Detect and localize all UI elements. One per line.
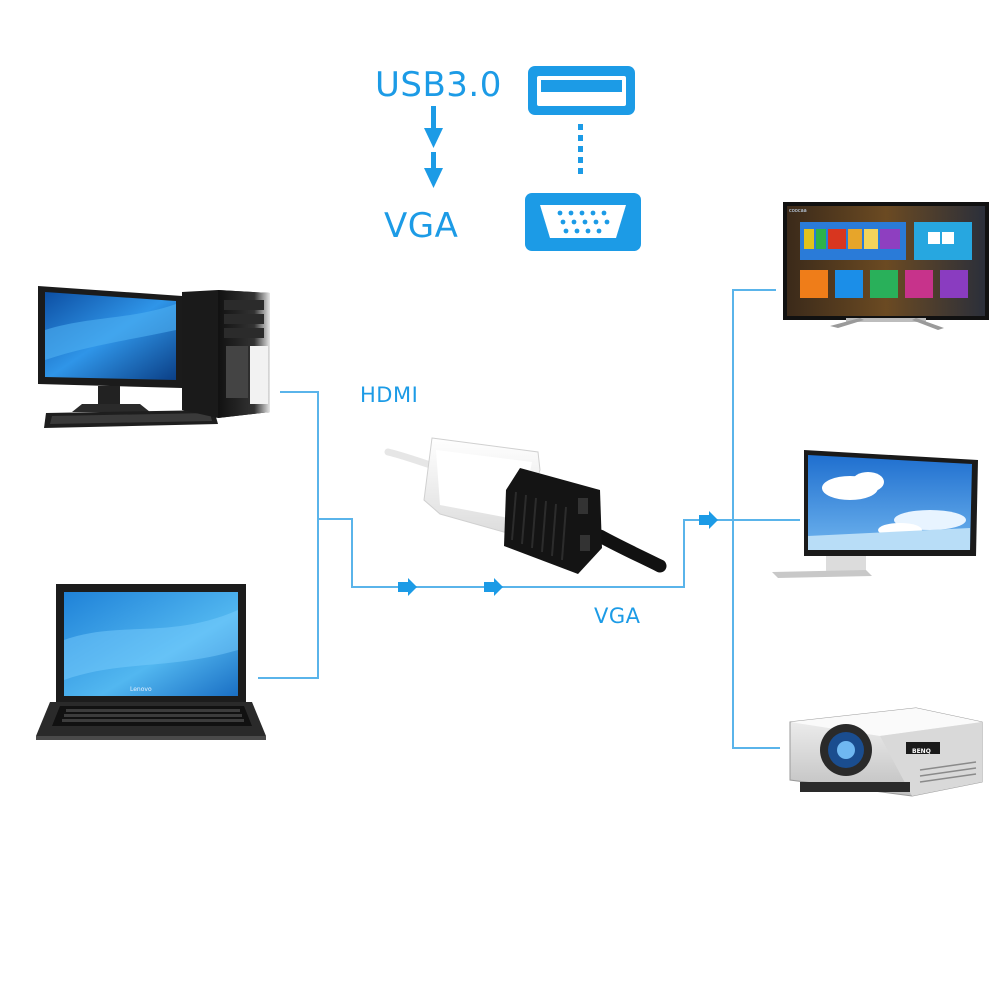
vga-label-output: VGA	[594, 604, 641, 628]
projector	[789, 707, 983, 797]
laptop-brand-text: Lenovo	[130, 686, 152, 693]
connection-lines	[258, 289, 800, 749]
hdmi-to-vga-adapter	[384, 437, 667, 574]
desktop-pc	[38, 286, 270, 428]
dotted-connector	[578, 124, 583, 174]
usb3-label: USB3.0	[375, 65, 502, 105]
hdmi-label: HDMI	[360, 383, 419, 407]
right-arrow-icon	[398, 511, 718, 596]
vga-label-top: VGA	[384, 206, 459, 246]
tv-brand-text: coocaa	[789, 208, 807, 214]
usb-to-vga-legend	[424, 66, 641, 251]
lcd-monitor	[772, 450, 978, 578]
vga-port-icon	[525, 193, 641, 251]
laptop	[36, 584, 266, 740]
smart-tv	[783, 202, 989, 330]
usb-port-icon	[528, 66, 635, 115]
down-arrow-icon	[424, 106, 443, 188]
projector-brand-text: BENQ	[912, 748, 931, 755]
